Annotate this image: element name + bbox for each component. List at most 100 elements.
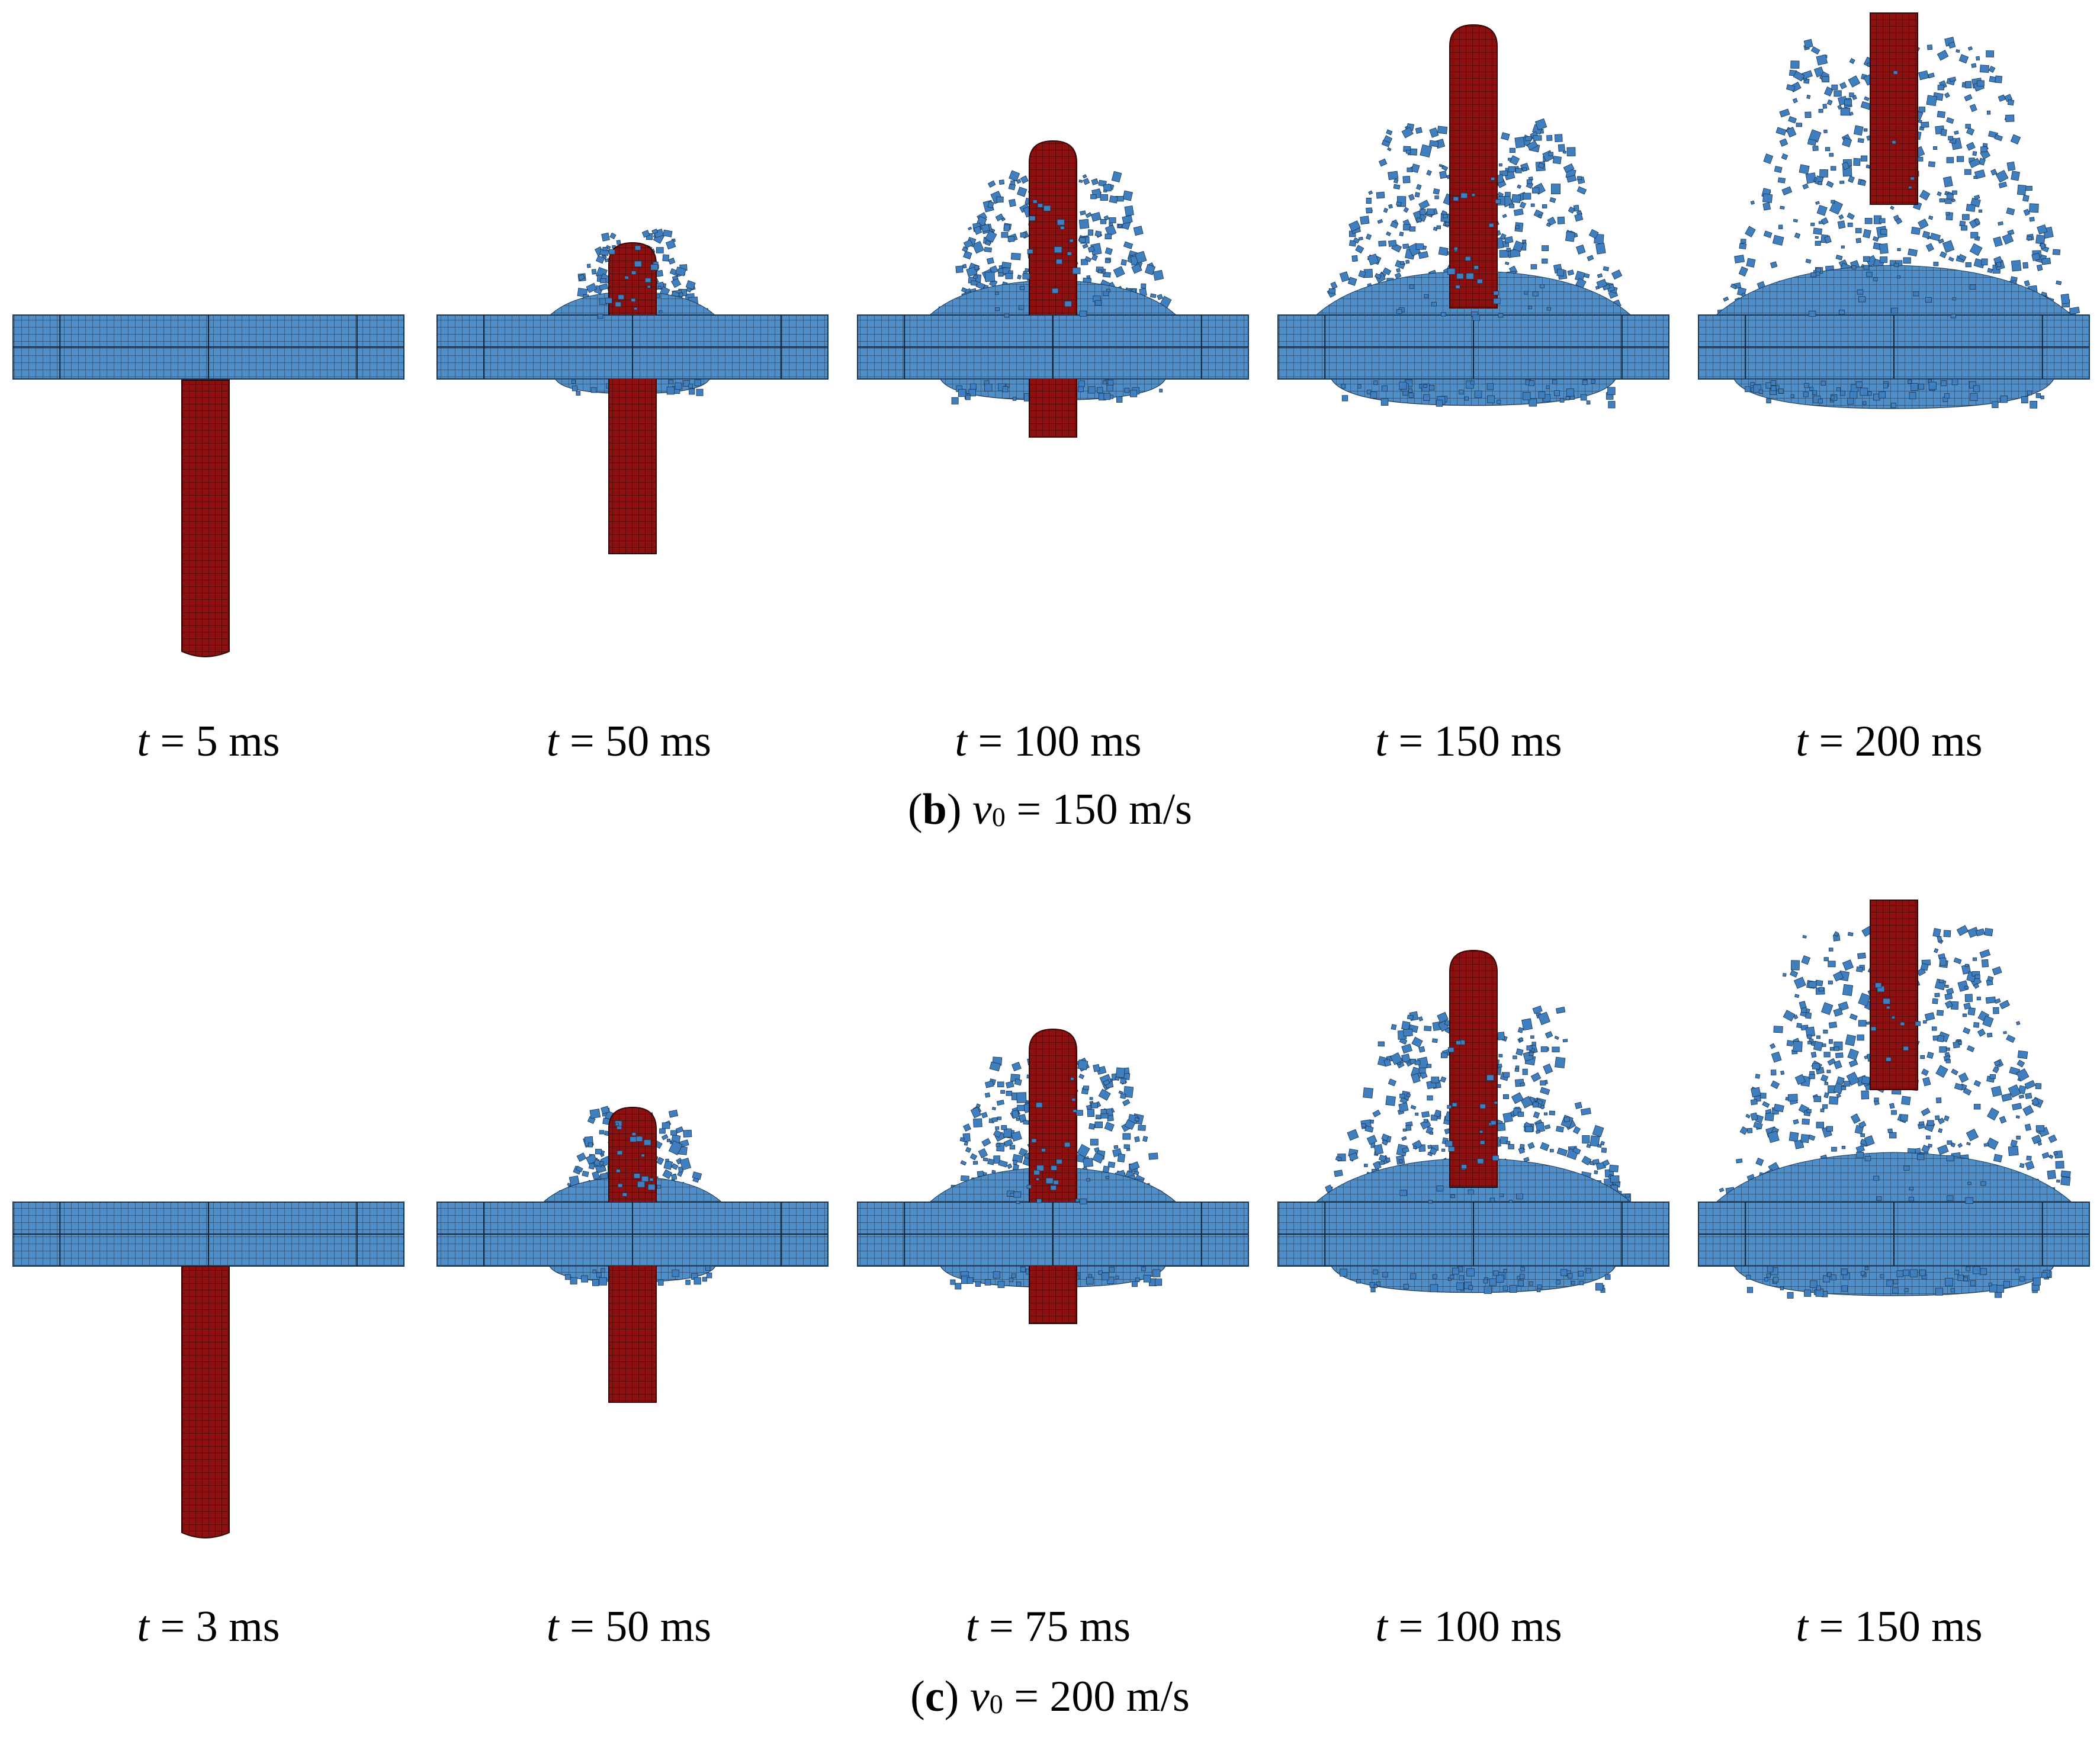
debris-fragment: [1334, 1170, 1343, 1177]
debris-fragment: [588, 1142, 593, 1148]
debris-fragment: [599, 1161, 604, 1166]
debris-fragment: [1781, 153, 1788, 160]
debris-fragment: [1908, 248, 1918, 257]
debris-fragment: [1504, 236, 1514, 244]
time-label-c1: t = 3 ms: [137, 1602, 280, 1651]
debris-fragment: [1002, 386, 1009, 393]
debris-fragment: [1864, 96, 1870, 101]
debris-fragment: [1076, 1110, 1083, 1116]
debris-fragment: [1390, 1052, 1403, 1065]
debris-fragment: [1429, 385, 1435, 391]
debris-fragment: [1818, 181, 1822, 185]
debris-fragment: [1739, 1126, 1748, 1135]
debris-fragment: [1828, 961, 1836, 968]
debris-fragment: [1486, 1074, 1494, 1081]
debris-fragment: [984, 240, 991, 246]
debris-fragment: [1951, 198, 1956, 203]
debris-fragment: [1502, 214, 1507, 219]
debris-fragment: [1390, 221, 1399, 229]
debris-fragment: [1506, 248, 1511, 252]
debris-fragment: [1529, 380, 1534, 386]
debris-fragment: [1016, 1117, 1020, 1121]
debris-fragment: [1823, 1029, 1828, 1034]
debris-fragment: [1084, 256, 1092, 262]
debris-fragment: [1786, 84, 1796, 92]
debris-fragment: [993, 1271, 1000, 1279]
debris-fragment: [995, 291, 999, 295]
debris-fragment: [1771, 386, 1777, 391]
debris-fragment: [1966, 142, 1976, 151]
debris-fragment: [683, 380, 690, 387]
debris-fragment: [1833, 1007, 1843, 1017]
debris-fragment: [1957, 1274, 1964, 1281]
debris-fragment: [1559, 398, 1565, 403]
debris-fragment: [1493, 298, 1501, 304]
debris-fragment: [955, 1283, 962, 1290]
debris-fragment: [1491, 176, 1495, 181]
debris-fragment: [1057, 219, 1065, 226]
debris-fragment: [1543, 1112, 1547, 1116]
debris-fragment: [1962, 214, 1970, 220]
debris-fragment: [1522, 239, 1527, 243]
debris-fragment: [1858, 1120, 1867, 1129]
debris-fragment: [995, 1126, 1000, 1130]
debris-fragment: [2024, 280, 2030, 287]
debris-fragment: [1765, 1109, 1772, 1114]
debris-fragment: [2002, 233, 2014, 245]
debris-fragment: [1831, 1274, 1836, 1280]
debris-fragment: [1064, 1142, 1071, 1148]
debris-fragment: [1013, 1160, 1017, 1165]
debris-fragment: [1131, 263, 1142, 274]
debris-fragment: [1972, 1266, 1981, 1274]
debris-fragment: [1415, 1112, 1419, 1116]
debris-fragment: [588, 1162, 595, 1170]
debris-fragment: [1414, 192, 1420, 198]
debris-fragment: [671, 1174, 677, 1180]
debris-fragment: [1428, 1200, 1433, 1204]
debris-fragment: [1013, 1191, 1022, 1198]
debris-fragment: [1982, 143, 1988, 147]
debris-fragment: [2069, 306, 2080, 315]
debris-fragment: [2048, 1134, 2057, 1143]
debris-fragment: [1155, 1279, 1163, 1286]
debris-fragment: [1348, 240, 1357, 247]
debris-fragment: [1822, 76, 1829, 83]
debris-fragment: [1861, 1090, 1870, 1100]
debris-fragment: [1924, 1012, 1935, 1022]
debris-fragment: [1515, 1048, 1524, 1056]
debris-fragment: [1530, 1072, 1542, 1082]
frame-c2: [436, 1106, 829, 1403]
debris-fragment: [1010, 180, 1015, 185]
debris-fragment: [1537, 162, 1545, 169]
debris-fragment: [1988, 66, 1996, 73]
debris-fragment: [1972, 150, 1977, 156]
debris-fragment: [1017, 274, 1022, 280]
debris-fragment: [1974, 218, 1981, 226]
debris-fragment: [1958, 1072, 1969, 1083]
debris-fragment: [1117, 1153, 1126, 1162]
debris-fragment: [1790, 970, 1799, 978]
debris-fragment: [1115, 1067, 1125, 1078]
debris-fragment: [1835, 254, 1843, 261]
debris-fragment: [1077, 1059, 1088, 1071]
debris-fragment: [1070, 1077, 1074, 1081]
debris-fragment: [1576, 186, 1587, 195]
projectile: [1029, 1028, 1077, 1324]
debris-fragment: [1511, 194, 1521, 204]
debris-fragment: [1532, 291, 1539, 297]
debris-fragment: [2010, 1139, 2018, 1148]
debris-fragment: [1103, 189, 1107, 192]
debris-fragment: [1810, 1051, 1817, 1058]
debris-fragment: [1918, 107, 1926, 113]
debris-fragment: [1879, 218, 1886, 223]
debris-fragment: [984, 1279, 991, 1286]
debris-fragment: [1858, 1020, 1867, 1027]
debris-fragment: [1427, 208, 1435, 215]
debris-fragment: [1122, 215, 1133, 224]
debris-fragment: [601, 232, 610, 242]
debris-fragment: [1790, 60, 1800, 69]
debris-fragment: [571, 380, 576, 384]
debris-fragment: [1514, 136, 1526, 149]
debris-fragment: [1925, 243, 1934, 252]
debris-fragment: [1849, 58, 1855, 65]
